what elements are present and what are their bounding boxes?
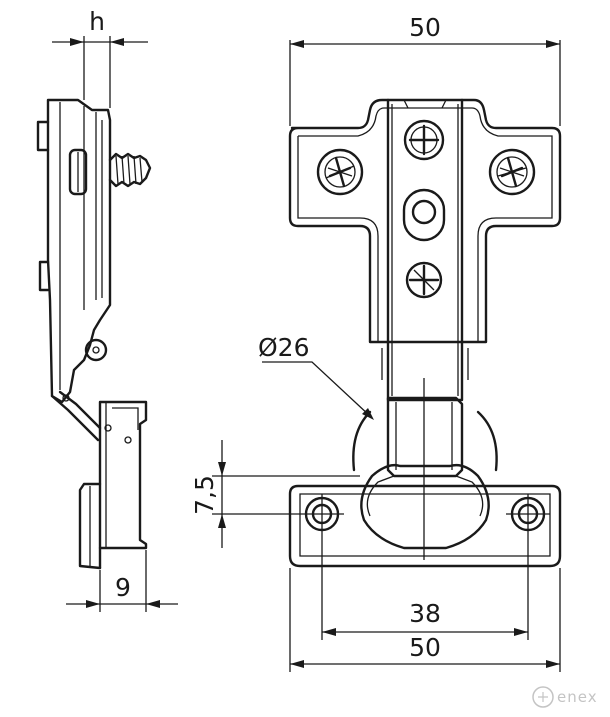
dimension-screw-offset-label: 7,5 (190, 475, 219, 515)
dimension-plate-width-label: 50 (409, 633, 441, 662)
dimension-cup-diameter: Ø26 (258, 333, 374, 420)
adjusting-screw-icon (403, 119, 445, 161)
arm-screw-icon (405, 261, 443, 299)
dimension-9-label: 9 (115, 573, 131, 602)
hinge-side-view (36, 98, 152, 570)
adjustment-slot (402, 188, 446, 242)
hinge-front-view (288, 98, 562, 568)
dimension-cup-diameter-label: Ø26 (258, 333, 310, 362)
enex-watermark: enex (532, 686, 598, 708)
dimension-screw-offset: 7,5 (190, 440, 360, 548)
dimension-h-label: h (89, 7, 105, 36)
dimension-hole-spacing-label: 38 (409, 599, 441, 628)
dimension-h: h (52, 7, 148, 108)
dimension-hole-spacing: 38 (321, 536, 529, 640)
right-screw-icon (488, 148, 536, 196)
dimension-plate-width: 50 (289, 568, 561, 672)
dimension-top-width: 50 (289, 13, 561, 126)
watermark-text: enex (557, 688, 598, 706)
dimension-top-width-label: 50 (409, 13, 441, 42)
dimension-9: 9 (66, 550, 178, 612)
left-screw-icon (316, 148, 364, 196)
